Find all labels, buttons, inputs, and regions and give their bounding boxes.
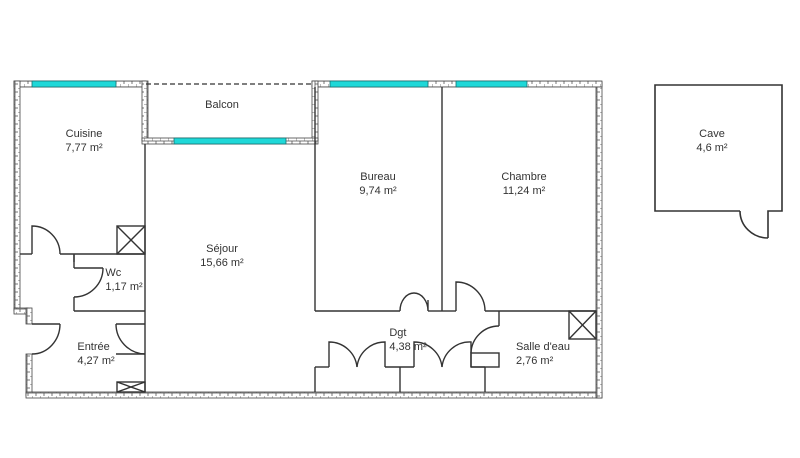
room-label-salle-deau: Salle d'eau 2,76 m²: [515, 341, 571, 367]
room-label-balcon: Balcon: [205, 99, 239, 111]
windows: [31, 80, 528, 145]
cave-outline: [654, 84, 783, 239]
doors: [31, 225, 500, 368]
room-label-entree: Entrée 4,27 m²: [77, 341, 115, 367]
room-label-chambre: Chambre 11,24 m²: [501, 171, 547, 197]
room-label-cave: Cave 4,6 m²: [696, 128, 728, 154]
room-label-sejour: Séjour 15,66 m²: [200, 243, 244, 269]
interior-walls: [20, 87, 596, 392]
room-label-cuisine: Cuisine 7,77 m²: [65, 128, 103, 154]
room-label-bureau: Bureau 9,74 m²: [359, 171, 397, 197]
ducts: [116, 225, 597, 393]
room-label-dgt: Dgt 4,38 m²: [389, 327, 427, 353]
room-label-wc: Wc 1,17 m²: [105, 267, 143, 293]
